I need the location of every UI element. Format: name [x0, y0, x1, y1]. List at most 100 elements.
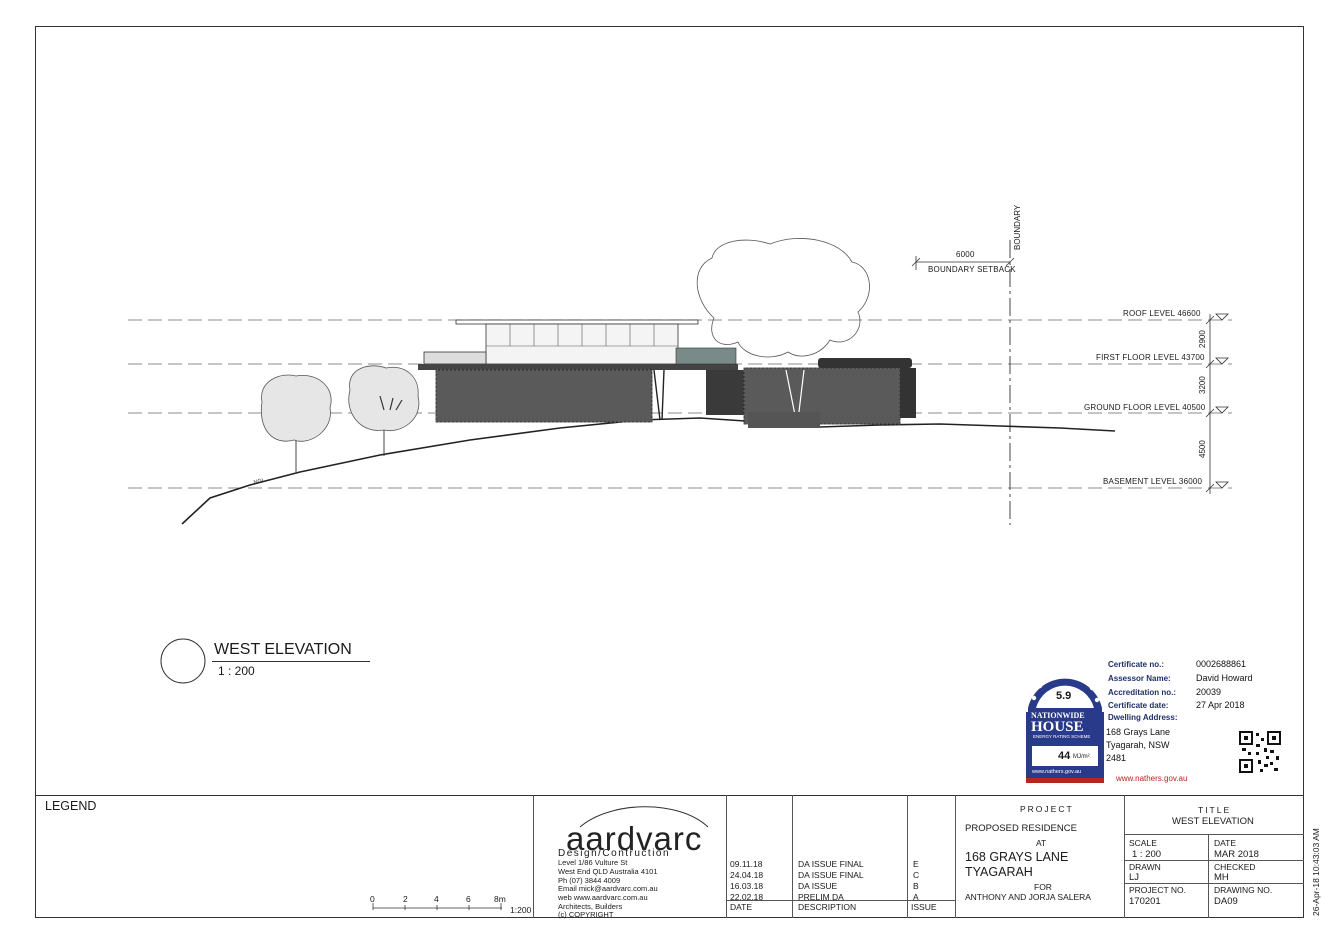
- qr-code-icon: [1238, 730, 1282, 774]
- firm-address-1: Level 1/86 Vulture St: [558, 858, 628, 867]
- checked-value: MH: [1214, 872, 1229, 883]
- cert-date-label: Certificate date:: [1108, 701, 1169, 710]
- brand-line1: NATIONWIDE: [1031, 711, 1085, 720]
- address-line-1: 168 Grays Lane: [1106, 727, 1171, 737]
- issue-date-b: 16.03.18: [730, 881, 764, 891]
- basement-level-label: BASEMENT LEVEL 36000: [1103, 477, 1203, 486]
- issue-code-b: B: [913, 881, 919, 891]
- first-floor-level-label: FIRST FLOOR LEVEL 43700: [1096, 353, 1205, 362]
- scale-tick-4: 4: [434, 894, 439, 904]
- issue-date-e: 09.11.18: [730, 859, 763, 869]
- end-wall-right: [900, 368, 916, 418]
- title-block: [35, 795, 1304, 918]
- issue-desc-e: DA ISSUE FINAL: [798, 859, 864, 869]
- title-heading: TITLE: [1198, 805, 1232, 815]
- firm-copyright: (c) COPYRIGHT: [558, 910, 614, 919]
- project-no-value: 170201: [1129, 896, 1161, 907]
- cert-no-value: 0002688861: [1196, 659, 1247, 669]
- roof-garden-right: [818, 358, 912, 368]
- address-line-2: Tyagarah, NSW: [1106, 740, 1170, 750]
- project-heading: PROJECT: [1020, 804, 1074, 814]
- setback-label: BOUNDARY SETBACK: [928, 265, 1016, 274]
- firm-logo: aardvarc: [566, 820, 703, 857]
- project-line1: PROPOSED RESIDENCE: [965, 823, 1077, 834]
- scale-value: 1 : 200: [1132, 849, 1162, 860]
- cert-no-label: Certificate no.:: [1108, 660, 1165, 669]
- accreditation-label: Accreditation no.:: [1108, 688, 1177, 697]
- ngl-label: NGL: [253, 478, 265, 486]
- dim-4500: 4500: [1198, 440, 1207, 458]
- issue-code-a: A: [913, 892, 919, 902]
- cert-url[interactable]: www.nathers.gov.au: [1116, 774, 1188, 783]
- checked-label: CHECKED: [1214, 862, 1256, 872]
- entry-void: [706, 370, 746, 415]
- tree-left-1: [260, 374, 332, 474]
- assessor-value: David Howard: [1196, 673, 1253, 683]
- issue-header-desc: DESCRIPTION: [798, 902, 857, 912]
- struts-left: [653, 369, 665, 421]
- drawing-title: WEST ELEVATION: [214, 641, 352, 658]
- tree-background: [696, 238, 870, 358]
- title-value: WEST ELEVATION: [1172, 816, 1254, 827]
- drawn-value: LJ: [1129, 872, 1140, 883]
- issue-desc-b: DA ISSUE: [798, 881, 838, 891]
- date-value: MAR 2018: [1214, 849, 1259, 860]
- issue-desc-c: DA ISSUE FINAL: [798, 870, 864, 880]
- project-at: AT: [1036, 838, 1047, 848]
- address-label: Dwelling Address:: [1108, 713, 1178, 722]
- brand-line2: HOUSE: [1031, 719, 1084, 735]
- boundary-label: BOUNDARY: [1013, 204, 1022, 250]
- brand-line3: ENERGY RATING SCHEME: [1033, 734, 1091, 739]
- scale-tick-2: 2: [403, 894, 408, 904]
- dim-2900: 2900: [1198, 330, 1207, 348]
- dim-3200: 3200: [1198, 376, 1207, 394]
- project-address2: TYAGARAH: [965, 865, 1033, 879]
- level-dimension: [1205, 314, 1215, 494]
- firm-tagline: Design/Contruction: [558, 848, 671, 859]
- accreditation-value: 20039: [1196, 687, 1222, 697]
- screen-left: [435, 369, 653, 423]
- badge-url: www.nathers.gov.au: [1032, 769, 1082, 775]
- struts-right: [785, 369, 805, 421]
- assessor-label: Assessor Name:: [1108, 674, 1171, 683]
- firm-phone: Ph (07) 3844 4009: [558, 876, 621, 885]
- sheet-border: [35, 26, 1304, 918]
- firm-web: web www.aardvarc.com.au: [558, 893, 648, 902]
- scale-tick-8: 8m: [494, 894, 506, 904]
- tree-left-2: [348, 365, 420, 456]
- drawing-title-marker: [160, 638, 206, 684]
- scale-tick-0: 0: [370, 894, 375, 904]
- legend-heading: LEGEND: [45, 799, 97, 813]
- issue-header-date: DATE: [730, 902, 753, 912]
- print-stamp: 26-Apr-18 10:43:03 AM: [1311, 828, 1321, 916]
- drawing-title-underline: [212, 661, 370, 662]
- scale-tick-6: 6: [466, 894, 471, 904]
- project-for: FOR: [1034, 882, 1052, 892]
- roof-level-label: ROOF LEVEL 46600: [1123, 309, 1201, 318]
- project-no-label: PROJECT NO.: [1129, 885, 1186, 895]
- level-markers: [1215, 313, 1229, 489]
- drawn-label: DRAWN: [1129, 862, 1161, 872]
- setback-value: 6000: [956, 250, 975, 259]
- energy-unit: MJ/m²: [1073, 754, 1090, 760]
- issue-header-issue: ISSUE: [911, 902, 937, 912]
- ground-line: [181, 417, 1116, 525]
- scale-ratio: 1:200: [510, 905, 532, 915]
- ground-floor-level-label: GROUND FLOOR LEVEL 40500: [1084, 403, 1206, 412]
- logo-arc: [579, 806, 709, 828]
- issue-code-c: C: [913, 870, 920, 880]
- energy-value: 44: [1058, 750, 1071, 762]
- first-floor-slab: [418, 364, 738, 370]
- planter: [748, 412, 820, 428]
- issue-desc-a: PRELIM DA: [798, 892, 844, 902]
- drawing-no-label: DRAWING NO.: [1214, 885, 1273, 895]
- scale-bar: [372, 903, 502, 910]
- issue-date-c: 24.04.18: [730, 870, 764, 880]
- issue-code-e: E: [913, 859, 919, 869]
- rating-value: 5.9: [1056, 690, 1072, 702]
- date-label: DATE: [1214, 838, 1237, 848]
- scale-label: SCALE: [1129, 838, 1157, 848]
- setback-dimension: [911, 256, 1015, 270]
- firm-role: Architects, Builders: [558, 902, 623, 911]
- project-client: ANTHONY AND JORJA SALERA: [965, 892, 1091, 902]
